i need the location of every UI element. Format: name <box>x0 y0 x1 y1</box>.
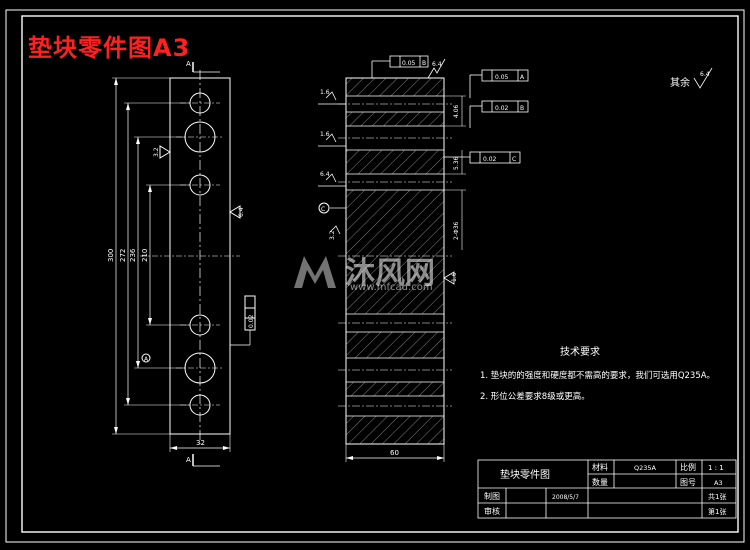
drawn-label: 制图 <box>484 491 500 501</box>
tolerance-frame <box>481 100 529 113</box>
tech-heading: 技术要求 <box>560 345 600 358</box>
datum-label: B <box>422 60 426 67</box>
tolerance-value: 0.02 <box>495 105 509 112</box>
date-value: 2008/5/7 <box>552 494 579 501</box>
quantity-label: 数量 <box>592 477 608 487</box>
roughness-value: 1.6 <box>320 89 330 96</box>
watermark-logo-icon <box>294 256 336 288</box>
rest-label: 其余 <box>670 76 690 89</box>
scale-label: 比例 <box>680 462 696 472</box>
datum-marker <box>318 202 330 214</box>
dim-front-210: 210 <box>141 249 149 262</box>
datum-label: C <box>512 156 516 163</box>
section-label-top: A <box>186 60 191 68</box>
tolerance-value: 0.02 <box>248 314 255 328</box>
roughness-value: 6.4 <box>320 171 330 178</box>
dim-front-width: 32 <box>196 439 205 447</box>
drawing-title-overlay: 垫块零件图A3 <box>28 34 191 62</box>
drawing-no-value: A3 <box>714 479 723 487</box>
tech-item-1: 1. 垫块的的强度和硬度都不需高的要求，我们可选用Q235A。 <box>480 370 715 381</box>
rest-value: 6.4 <box>700 71 710 78</box>
watermark: 沐风网 www.mfcad.com <box>290 248 460 298</box>
roughness-value: 3.2 <box>153 147 160 157</box>
front-view <box>112 62 256 467</box>
roughness-symbol <box>159 145 171 159</box>
roughness-value: 1.6 <box>320 131 330 138</box>
checked-label: 审核 <box>484 506 500 516</box>
material-label: 材料 <box>592 462 608 472</box>
dim-front-272: 272 <box>119 249 127 262</box>
rest-roughness-note: 其余 6.4 <box>670 67 713 89</box>
datum-label: B <box>520 105 524 112</box>
technical-requirements: 技术要求 1. 垫块的的强度和硬度都不需高的要求，我们可选用Q235A。 2. … <box>480 345 715 402</box>
datum-marker <box>141 353 151 363</box>
dim-side-width: 60 <box>390 449 399 457</box>
datum-label: A <box>520 74 525 81</box>
part-name: 垫块零件图 <box>500 468 550 481</box>
roughness-symbol <box>693 67 713 89</box>
section-label-bottom: A <box>186 456 191 464</box>
inner-border <box>21 15 739 533</box>
drawing-no-label: 图号 <box>680 478 696 487</box>
sheets-total: 共1张 <box>708 492 726 501</box>
tolerance-value: 0.05 <box>402 60 416 67</box>
material-value: Q235A <box>634 464 657 472</box>
dim-side-a: 4.06 <box>453 104 460 118</box>
scale-value: 1 : 1 <box>708 464 724 472</box>
dim-front-300: 300 <box>107 249 115 262</box>
dim-front-236: 236 <box>129 248 137 262</box>
watermark-name: 沐风网 <box>345 256 435 291</box>
tolerance-frame <box>481 69 529 82</box>
watermark-url: www.mfcad.com <box>350 282 433 293</box>
dim-side-c: 2-Φ36 <box>453 221 460 240</box>
outer-border <box>5 9 745 543</box>
tech-item-2: 2. 形位公差要求8级或更高。 <box>480 391 590 402</box>
tolerance-frame <box>389 55 429 68</box>
roughness-symbol <box>229 205 241 219</box>
sheet-no: 第1张 <box>708 507 726 516</box>
datum-label: A <box>144 356 149 363</box>
tolerance-frame <box>469 151 521 164</box>
roughness-value: 3.2 <box>329 230 336 240</box>
roughness-value: 6.4 <box>432 61 442 68</box>
datum-label: C <box>321 206 325 213</box>
tolerance-value: 0.05 <box>495 74 509 81</box>
roughness-value: 1.6 <box>451 272 458 282</box>
title-block <box>477 459 737 519</box>
side-section-view <box>318 55 529 462</box>
tolerance-value: 0.02 <box>483 156 497 163</box>
roughness-value: 6.4 <box>238 207 245 217</box>
dim-side-b: 5.36 <box>453 156 460 170</box>
